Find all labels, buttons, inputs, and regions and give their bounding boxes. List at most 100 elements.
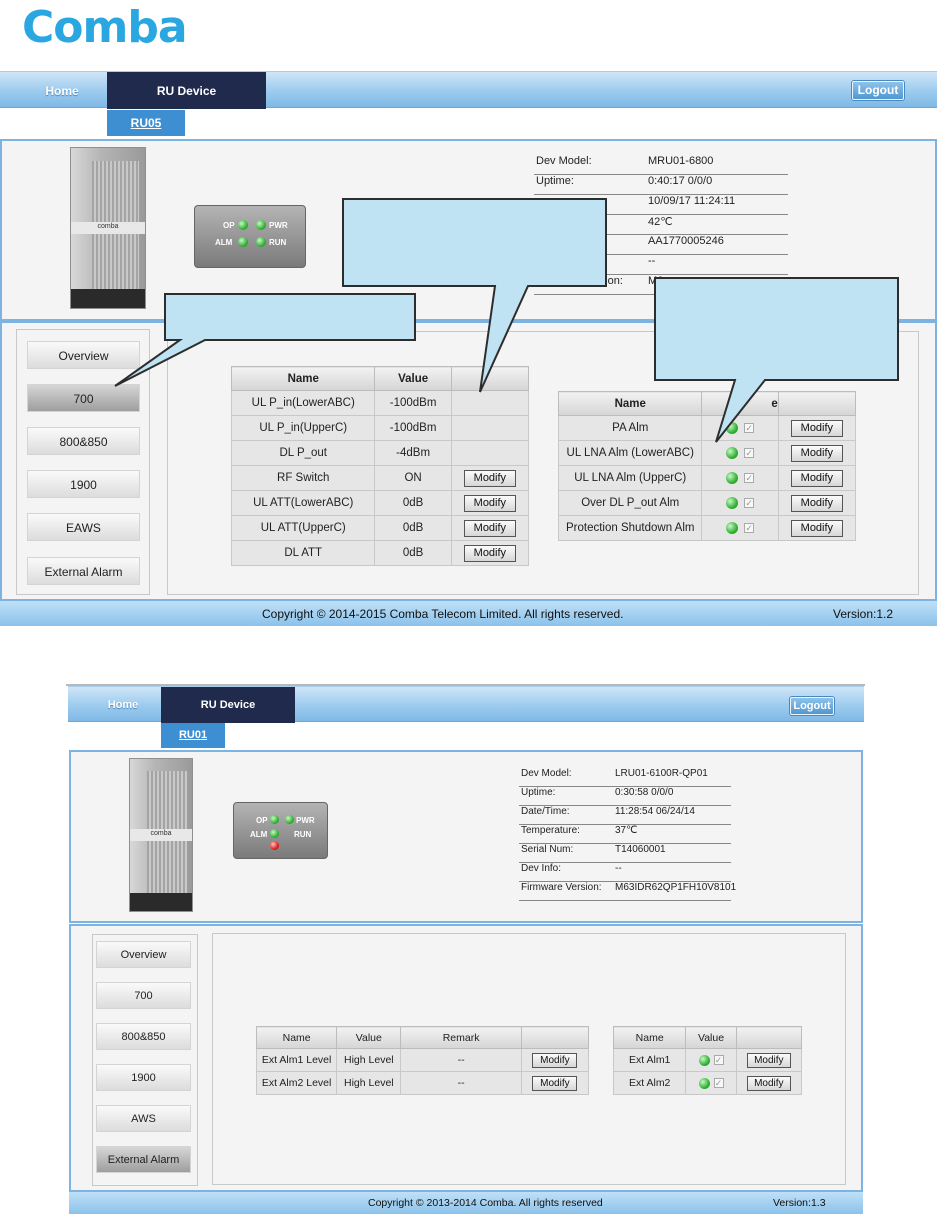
row-empty-cell: [450, 440, 530, 466]
info-value: 10/09/17 11:24:11: [648, 195, 736, 207]
modify-button[interactable]: Modify: [746, 1052, 791, 1068]
row-value: 0dB: [374, 490, 452, 516]
callout-bubble-left: [114, 293, 416, 387]
modify-button[interactable]: Modify: [463, 519, 516, 537]
alarm-enable-checkbox[interactable]: ✓: [713, 1078, 724, 1089]
info-key: Date/Time:: [521, 806, 570, 817]
modify-button[interactable]: Modify: [746, 1075, 791, 1091]
table-row: PA Alm ✓ Modify: [557, 415, 857, 441]
sidebar-800-850-button[interactable]: 800&850: [96, 1023, 191, 1050]
modify-button[interactable]: Modify: [463, 494, 516, 512]
info-value: AA1770005246: [648, 235, 724, 247]
led-label-alm: ALM: [215, 238, 233, 247]
info-key: Dev Model:: [536, 155, 592, 167]
nav-tab-ru-device[interactable]: RU Device: [107, 72, 266, 109]
footer-bar: Copyright © 2014-2015 Comba Telecom Limi…: [0, 601, 937, 626]
nav-tab-home[interactable]: Home: [45, 84, 79, 98]
modify-button[interactable]: Modify: [463, 544, 516, 562]
row-empty-cell: [450, 415, 530, 441]
row-name: RF Switch: [230, 465, 376, 491]
alarm-enable-checkbox[interactable]: ✓: [744, 422, 755, 433]
info-value: 0:30:58 0/0/0: [615, 787, 674, 798]
callout-bubbles: [114, 198, 899, 443]
led-status-panel: OP PWR ALM RUN: [233, 802, 328, 859]
alarm-enable-checkbox[interactable]: ✓: [744, 497, 755, 508]
led-label-op: OP: [256, 816, 268, 825]
sidebar-overview-button[interactable]: Overview: [96, 941, 191, 968]
modify-button[interactable]: Modify: [790, 419, 843, 437]
row-value: -100dBm: [374, 390, 452, 416]
row-name: UL P_in(UpperC): [230, 415, 376, 441]
modify-button[interactable]: Modify: [463, 469, 516, 487]
alarm-status-led-icon: [726, 446, 739, 459]
sidebar-external-alarm-button[interactable]: External Alarm: [27, 557, 140, 585]
row-name: UL P_in(LowerABC): [230, 390, 376, 416]
modify-button[interactable]: Modify: [790, 519, 843, 537]
modify-button[interactable]: Modify: [532, 1075, 578, 1091]
subtab-ru05[interactable]: RU05: [107, 110, 185, 136]
alarm-status-led-icon: [698, 1077, 710, 1089]
info-key: Dev Model:: [521, 768, 572, 779]
modify-button[interactable]: Modify: [532, 1052, 578, 1068]
sidebar-1900-button[interactable]: 1900: [96, 1064, 191, 1091]
nav-tab-home[interactable]: Home: [107, 699, 139, 711]
alm-led-icon: [238, 237, 248, 247]
col-header-name: Name: [557, 391, 703, 416]
info-key: Serial Num:: [521, 844, 574, 855]
info-value: --: [615, 863, 622, 874]
led-label-alm: ALM: [250, 830, 268, 839]
col-header-name: Name: [612, 1026, 687, 1049]
logout-button[interactable]: Logout: [852, 81, 904, 100]
table-row: Over DL P_out Alm ✓ Modify: [557, 490, 857, 516]
row-remark: --: [400, 1048, 522, 1072]
alarm-enable-checkbox[interactable]: ✓: [744, 472, 755, 483]
col-header-value: Value: [336, 1026, 402, 1049]
info-value: --: [648, 255, 656, 267]
nav-tab-ru-device[interactable]: RU Device: [161, 687, 295, 723]
subtab-ru01[interactable]: RU01: [161, 723, 225, 748]
sidebar-eaws-button[interactable]: EAWS: [27, 513, 140, 541]
modify-button[interactable]: Modify: [790, 494, 843, 512]
logout-button[interactable]: Logout: [790, 697, 834, 715]
info-key: Uptime:: [536, 175, 574, 187]
alarm-enable-checkbox[interactable]: ✓: [713, 1055, 724, 1066]
modify-button[interactable]: Modify: [790, 444, 843, 462]
sidebar-1900-button[interactable]: 1900: [27, 470, 140, 498]
op-led-icon: [270, 815, 279, 824]
sidebar-700-button[interactable]: 700: [96, 982, 191, 1009]
comba-logo: Comba: [22, 2, 188, 53]
sidebar-overview-button[interactable]: Overview: [27, 341, 140, 369]
sidebar-800-850-button[interactable]: 800&850: [27, 427, 140, 455]
table-row: Protection Shutdown Alm✓Modify: [557, 515, 857, 541]
sidebar-700-button[interactable]: 700: [27, 384, 140, 412]
sidebar-aws-button[interactable]: AWS: [96, 1105, 191, 1132]
sidebar-external-alarm-button[interactable]: External Alarm: [96, 1146, 191, 1173]
led-label-pwr: PWR: [296, 816, 315, 825]
alarm-enable-checkbox[interactable]: ✓: [744, 447, 755, 458]
version-text: Version:1.2: [833, 607, 894, 621]
info-value: 42℃: [648, 216, 673, 228]
alarm-enable-checkbox[interactable]: ✓: [744, 522, 755, 533]
row-name: DL ATT: [230, 540, 376, 566]
device-brand: comba: [150, 830, 172, 838]
led-status-panel: OP PWR ALM RUN: [194, 205, 306, 268]
row-name: UL ATT(UpperC): [230, 515, 376, 541]
alarm-name: Over DL P_out Alm: [557, 490, 703, 516]
alarm-name: UL LNA Alm (UpperC): [557, 465, 703, 491]
modify-button[interactable]: Modify: [790, 469, 843, 487]
alarm-name: PA Alm: [557, 415, 703, 441]
top-nav-bar: Home RU Device Logout: [0, 71, 937, 109]
screen2-top-border: [66, 684, 865, 686]
device-info-panel-2: comba OP PWR ALM RUN Dev Model:LRU01-610…: [69, 750, 863, 923]
pwr-led-icon: [285, 815, 294, 824]
table-row: DL P_out-4dBm: [230, 440, 530, 466]
sidebar-box: [16, 329, 150, 595]
info-value: MRU01-6800: [648, 155, 714, 167]
table-row: UL LNA Alm (UpperC) ✓ Modify: [557, 465, 857, 491]
row-value: 0dB: [374, 515, 452, 541]
